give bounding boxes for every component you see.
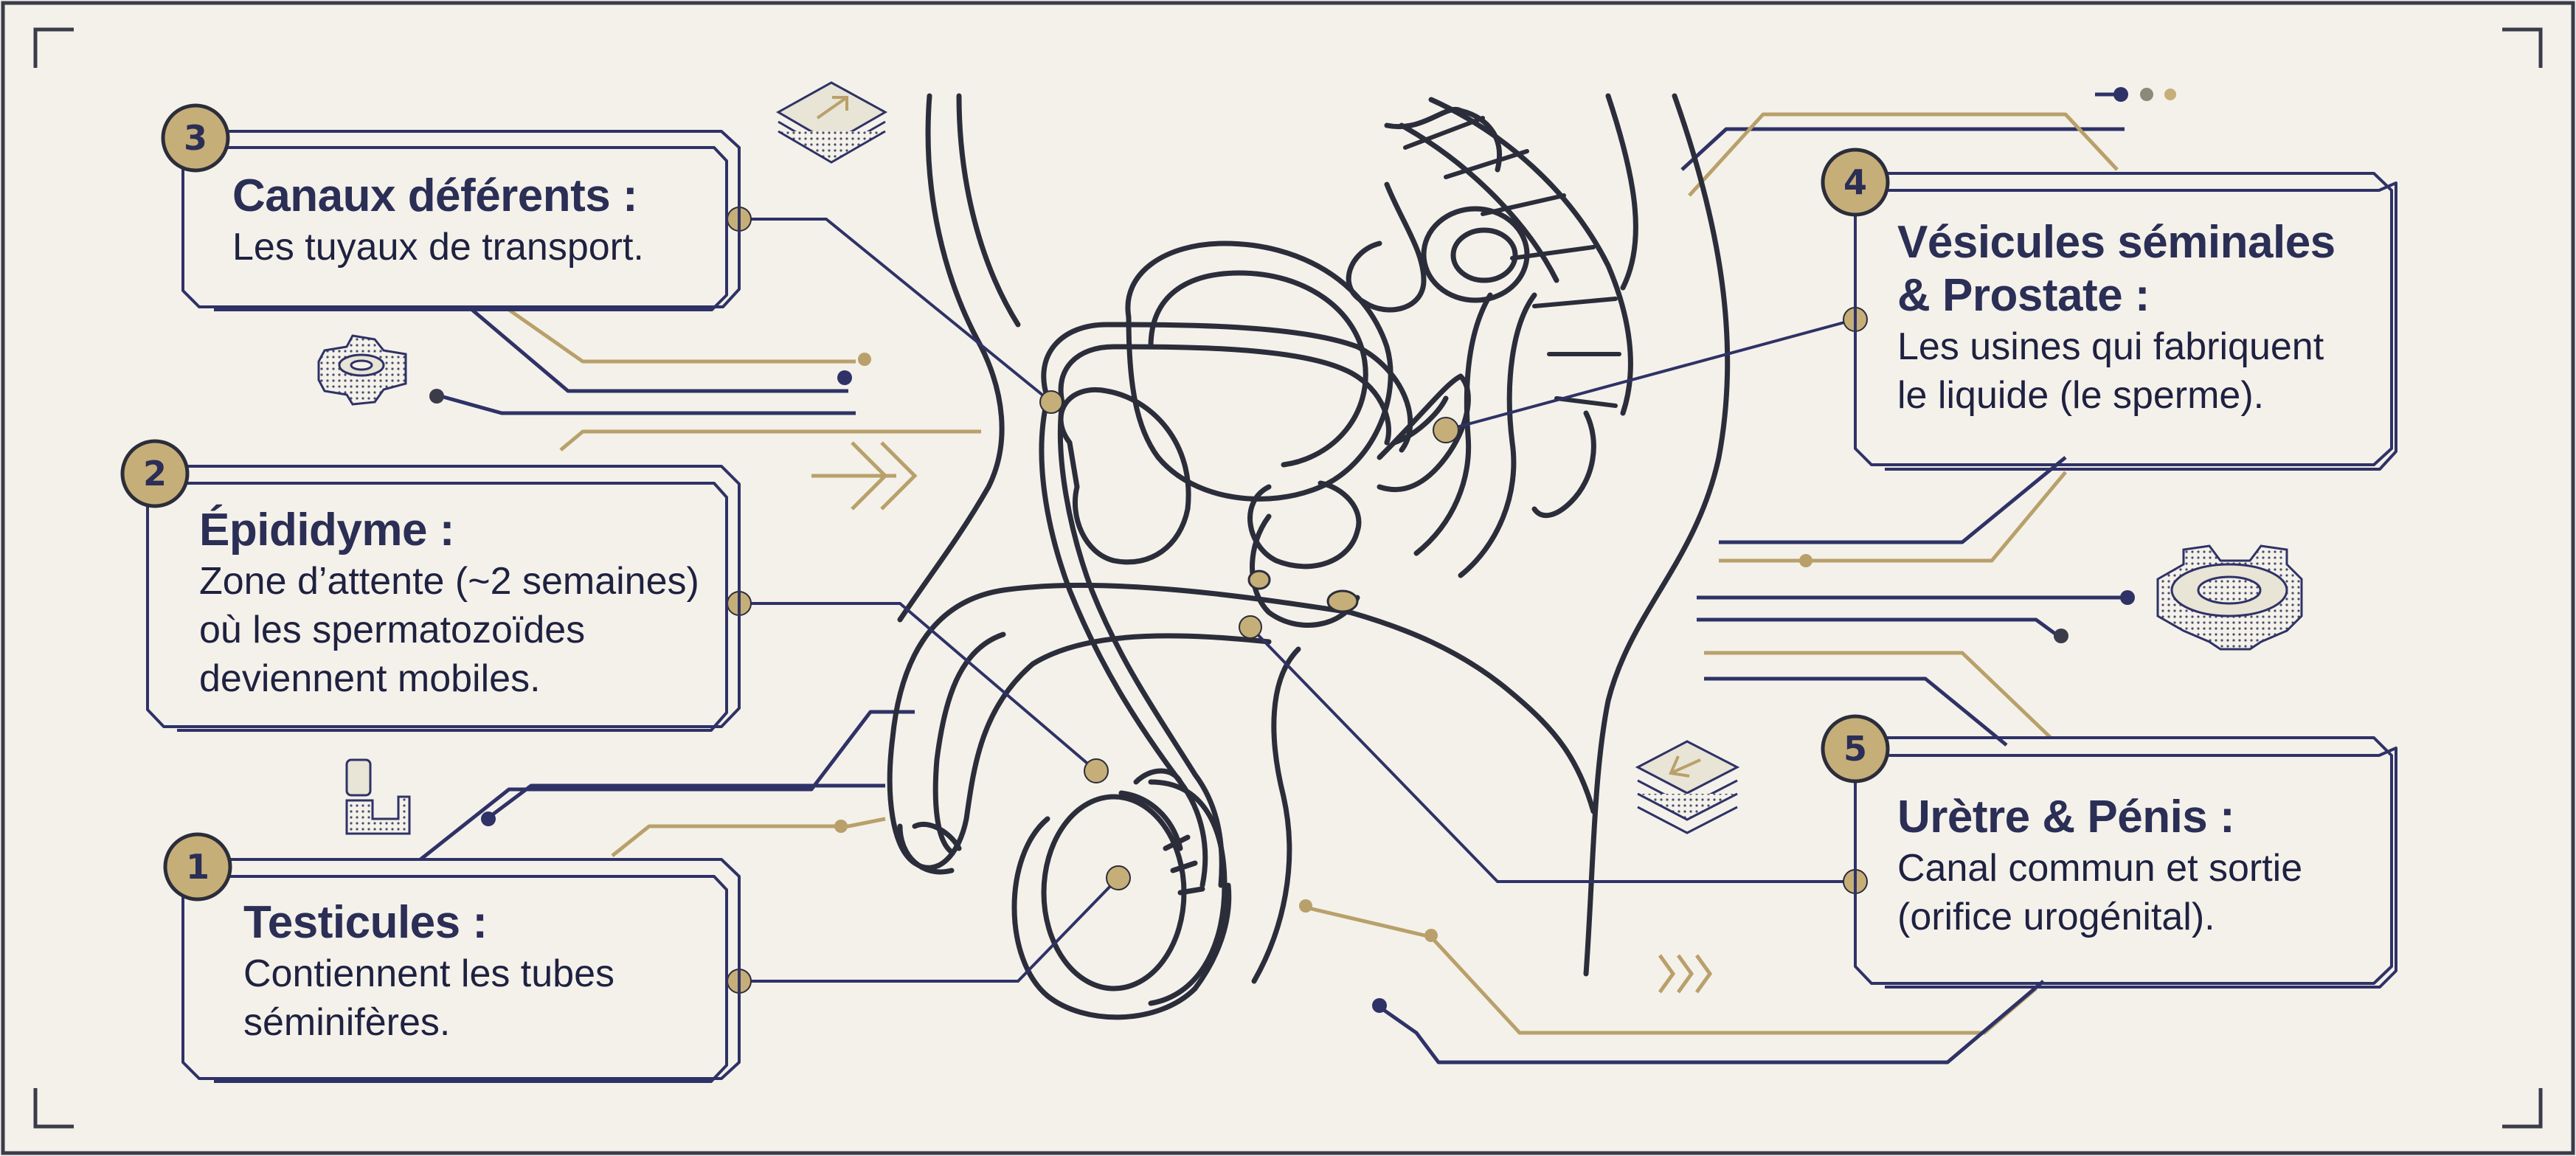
badge-number-5: 5 [1822, 716, 1888, 782]
label-canaux-deferents: Canaux déférents : Les tuyaux de transpo… [232, 170, 644, 271]
label-title: Épididyme : [199, 504, 699, 557]
label-title: Urètre & Pénis : [1897, 791, 2302, 844]
gear-icon [319, 336, 406, 404]
label-epididyme: Épididyme : Zone d’attente (~2 semaines)… [199, 504, 699, 703]
label-title: Canaux déférents : [232, 170, 644, 223]
label-desc-line: Canal commun et sortie [1897, 844, 2302, 893]
badge-number-3: 3 [162, 105, 229, 171]
label-desc-line: Les usines qui fabriquent [1897, 322, 2336, 371]
layers-stack-icon [1638, 741, 1737, 833]
label-desc-line: deviennent mobiles. [199, 654, 699, 703]
badge-number-2: 2 [122, 440, 188, 507]
label-title: & Prostate : [1897, 269, 2336, 322]
gear-3d-icon [2158, 546, 2302, 649]
label-vesicules-prostate: Vésicules séminales & Prostate : Les usi… [1897, 216, 2336, 420]
label-desc-line: (orifice urogénital). [1897, 893, 2302, 941]
label-desc-line: le liquide (le sperme). [1897, 371, 2336, 420]
label-uretre-penis: Urètre & Pénis : Canal commun et sortie … [1897, 791, 2302, 941]
layers-icon [778, 83, 885, 162]
label-desc-line: Zone d’attente (~2 semaines) [199, 557, 699, 606]
label-title: Testicules : [243, 896, 614, 949]
pipe-icon [347, 760, 409, 834]
label-desc-line: Contiennent les tubes [243, 949, 614, 998]
badge-number-1: 1 [165, 834, 231, 900]
label-desc-line: séminifères. [243, 998, 614, 1047]
double-chevron-icon [811, 443, 915, 509]
badge-number-4: 4 [1822, 149, 1888, 215]
label-desc-line: où les spermatozoïdes [199, 606, 699, 654]
triple-chevron-icon [1660, 955, 1710, 992]
anatomy-outline [890, 96, 1728, 1017]
label-testicules: Testicules : Contiennent les tubes sémin… [243, 896, 614, 1047]
anchor-points [727, 207, 1867, 993]
label-desc-line: Les tuyaux de transport. [232, 223, 644, 271]
label-title: Vésicules séminales [1897, 216, 2336, 269]
